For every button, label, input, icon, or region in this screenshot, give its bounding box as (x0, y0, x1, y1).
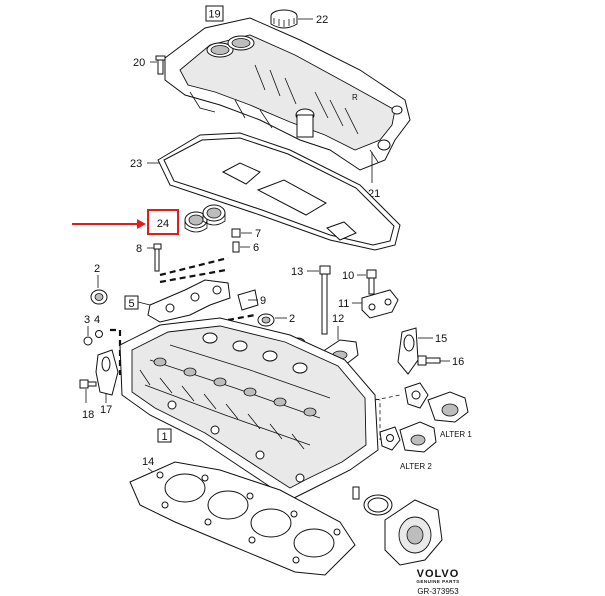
brand-tagline: GENUINE PARTS (416, 579, 459, 584)
stud: 20 (133, 55, 166, 75)
bolt-18: 18 (79, 379, 97, 421)
bracket-11: 11 (338, 289, 399, 319)
callout-10: 10 (342, 270, 354, 282)
diagram-reference: GR-373953 (417, 587, 459, 596)
bracket-17: 17 (95, 349, 119, 416)
brand-name: VOLVO (417, 568, 460, 580)
valve-cover: R (164, 17, 411, 171)
alternative-1-housing: ALTER 1 (404, 382, 472, 439)
arrowhead-icon (137, 219, 146, 229)
alter-2-label: ALTER 2 (400, 462, 432, 471)
callout-11: 11 (338, 298, 349, 310)
seal-2-right: 2 (257, 313, 295, 327)
valve-cover-gasket: 23 (130, 132, 401, 251)
bolt-16: 16 (417, 355, 464, 368)
callout-7: 7 (255, 228, 261, 240)
callout-24: 24 (157, 218, 169, 230)
seal-rings (184, 204, 226, 233)
plug-4: 4 (94, 314, 103, 338)
small-bushing: 7 6 (231, 228, 261, 254)
callout-17: 17 (100, 404, 112, 416)
callout-15: 15 (435, 333, 447, 345)
bolt-10: 10 (342, 269, 377, 295)
callout-18: 18 (82, 409, 94, 421)
callout-13: 13 (291, 266, 303, 278)
cylinder-head-callout: 1 (157, 428, 172, 443)
bearing-cap-5: 5 (124, 279, 231, 323)
callout-2a: 2 (94, 263, 100, 275)
valve-cover-callout: 19 (205, 5, 224, 22)
bolt-13: 13 (291, 265, 331, 335)
bearing-cap-9: 9 (237, 289, 266, 311)
seal-2-left: 2 (90, 263, 108, 305)
callout-2b: 2 (289, 313, 295, 325)
callout-14: 14 (142, 456, 154, 468)
callout-20: 20 (133, 57, 145, 69)
head-gasket: 14 (129, 456, 356, 576)
oil-filler-cap: 22 (270, 9, 328, 29)
volvo-logo: VOLVO GENUINE PARTS (416, 568, 459, 584)
callout-8: 8 (136, 243, 142, 255)
highlight-callout-24: 24 (72, 209, 179, 235)
plug-3: 3 (83, 314, 93, 346)
callout-6: 6 (253, 242, 259, 254)
callout-4: 4 (94, 314, 100, 326)
callout-1: 1 (161, 431, 167, 443)
callout-22: 22 (316, 14, 328, 26)
cylinder-head (119, 317, 379, 501)
callout-23: 23 (130, 158, 142, 170)
callout-9: 9 (260, 295, 266, 307)
alter-1-label: ALTER 1 (440, 430, 472, 439)
callout-12: 12 (332, 313, 344, 325)
callout-19: 19 (208, 9, 220, 21)
svg-text:R: R (352, 93, 358, 102)
callout-5: 5 (128, 298, 134, 310)
alternative-2-housing: ALTER 2 (379, 421, 437, 471)
callout-3: 3 (84, 314, 90, 326)
bolt-8: 8 (136, 243, 162, 272)
vacuum-pump (352, 486, 443, 566)
callout-16: 16 (452, 356, 464, 368)
lifting-eye: 15 (397, 327, 447, 375)
highlight-box (147, 209, 179, 235)
